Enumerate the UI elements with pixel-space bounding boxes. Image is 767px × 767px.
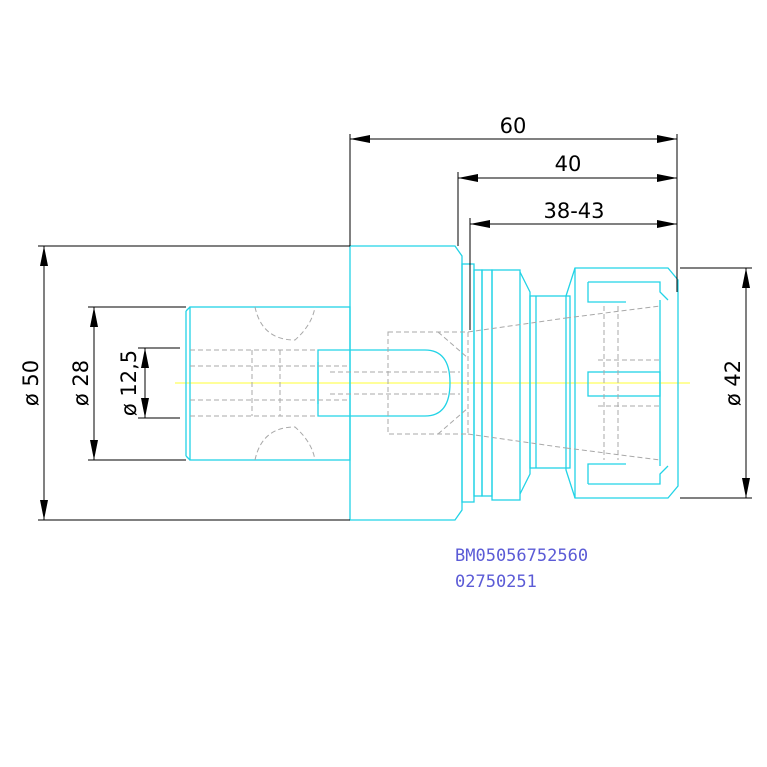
neck (529, 295, 571, 469)
dim-label-60: 60 (500, 114, 527, 138)
part-number: BM05056752560 (455, 546, 588, 566)
inner-drive (317, 349, 451, 417)
clamp-nut (565, 267, 679, 499)
dim-label-d42: ø 42 (721, 360, 745, 406)
ring-4 (491, 269, 521, 501)
dimension-lines (38, 134, 752, 521)
dim-label-40: 40 (555, 152, 582, 176)
dim-label-d50: ø 50 (19, 360, 43, 406)
hidden-lines (190, 305, 661, 461)
dim-label-38-43: 38-43 (543, 199, 604, 223)
dim-label-d12-5: ø 12,5 (117, 350, 141, 416)
dim-label-d28: ø 28 (69, 360, 93, 406)
order-number: 02750251 (455, 572, 537, 592)
part-outline (185, 245, 679, 521)
